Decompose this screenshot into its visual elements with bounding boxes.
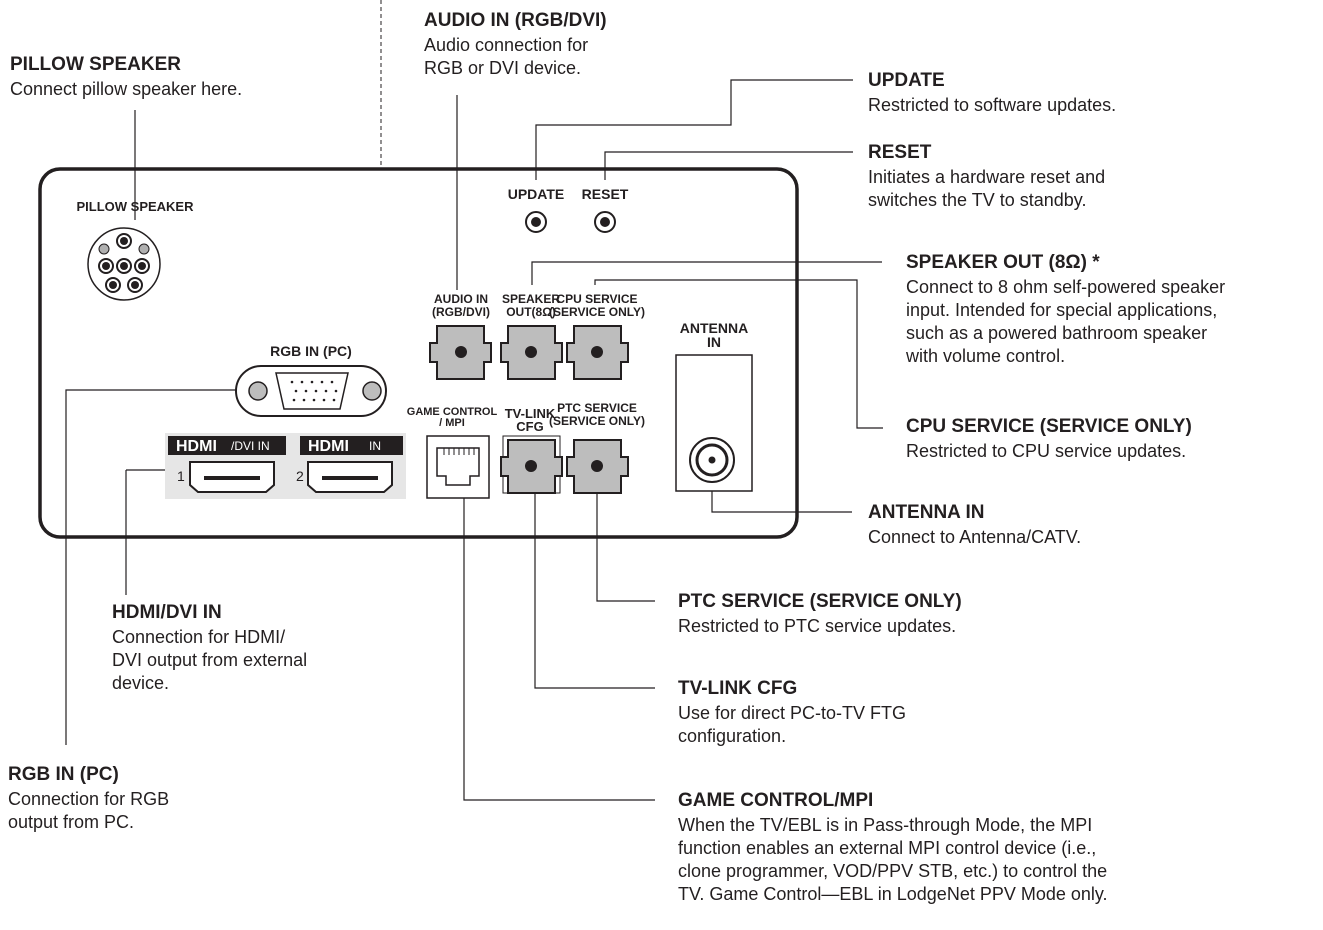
panel-label-cpu-service-2: (SERVICE ONLY) <box>549 305 645 319</box>
callout-antenna-in: ANTENNA IN Connect to Antenna/CATV. <box>868 502 1081 549</box>
callout-ptc-service: PTC SERVICE (SERVICE ONLY) Restricted to… <box>678 591 962 638</box>
callout-desc: Connect to 8 ohm self-powered speaker <box>906 277 1226 297</box>
callout-desc: Connection for HDMI/ <box>112 627 286 647</box>
callout-title: ANTENNA IN <box>868 502 985 523</box>
callout-desc: Restricted to software updates. <box>868 95 1117 115</box>
hdmi1-logo-bar <box>168 436 286 455</box>
callout-desc: Connection for RGB <box>8 789 170 809</box>
callout-speaker-out: SPEAKER OUT (8Ω) * Connect to 8 ohm self… <box>906 252 1225 368</box>
panel-label-reset: RESET <box>582 186 629 202</box>
callout-title: UPDATE <box>868 70 945 91</box>
pillow-speaker-jack <box>87 227 161 301</box>
callout-desc: switches the TV to standby. <box>868 190 1087 210</box>
callout-title: CPU SERVICE (SERVICE ONLY) <box>906 416 1192 437</box>
callout-title: RGB IN (PC) <box>8 764 119 785</box>
callout-desc: function enables an external MPI control… <box>678 838 1097 858</box>
callout-title: AUDIO IN (RGB/DVI) <box>424 10 607 31</box>
panel-label-game-control-2: / MPI <box>439 417 465 429</box>
callout-reset: RESET Initiates a hardware reset and swi… <box>868 142 1105 212</box>
panel-label-cpu-service-1: CPU SERVICE <box>556 292 637 306</box>
rgb-in-port[interactable] <box>235 365 387 417</box>
hdmi2-number: 2 <box>296 468 304 484</box>
hdmi2-suffix: IN <box>369 439 381 453</box>
panel-label-tv-link-1: TV-LINK <box>505 406 556 421</box>
callout-desc: Initiates a hardware reset and <box>868 167 1106 187</box>
tv-link-cfg-jack[interactable] <box>500 435 563 494</box>
panel-label-ptc-service-1: PTC SERVICE <box>557 401 637 415</box>
callout-title: TV-LINK CFG <box>678 678 798 699</box>
leader-game-control <box>463 498 655 801</box>
callout-desc: Restricted to PTC service updates. <box>678 616 957 636</box>
callout-desc: device. <box>112 673 170 693</box>
callout-hdmi-dvi-in: HDMI/DVI IN Connection for HDMI/ DVI out… <box>112 602 307 695</box>
hdmi1-port[interactable] <box>189 461 275 493</box>
panel-label-audio-in-1: AUDIO IN <box>434 292 488 306</box>
callout-rgb-in: RGB IN (PC) Connection for RGB output fr… <box>8 764 169 834</box>
callout-desc: Connect pillow speaker here. <box>10 79 243 99</box>
callout-desc: clone programmer, VOD/PPV STB, etc.) to … <box>678 861 1108 881</box>
cpu-service-jack[interactable] <box>566 325 629 380</box>
panel-label-speaker-out-2: OUT(8Ω) <box>506 305 556 319</box>
callout-desc: input. Intended for special applications… <box>906 300 1218 320</box>
callout-title: GAME CONTROL/MPI <box>678 790 874 811</box>
leader-update <box>535 79 853 180</box>
callout-desc: RGB or DVI device. <box>424 58 582 78</box>
leader-cpu-service <box>594 279 883 429</box>
hdmi1-logo: HDMI <box>176 438 217 455</box>
panel-label-update: UPDATE <box>508 186 565 202</box>
callout-desc: Use for direct PC-to-TV FTG <box>678 703 907 723</box>
panel-label-game-control-1: GAME CONTROL <box>407 406 498 418</box>
leader-tv-link <box>534 480 655 689</box>
reset-button[interactable] <box>594 211 616 233</box>
callout-cpu-service: CPU SERVICE (SERVICE ONLY) Restricted to… <box>906 416 1192 463</box>
panel-label-pillow-speaker: PILLOW SPEAKER <box>76 199 194 214</box>
leader-speaker-out <box>531 261 882 285</box>
ptc-service-jack[interactable] <box>566 439 629 494</box>
callout-desc: TV. Game Control—EBL in LodgeNet PPV Mod… <box>678 884 1108 904</box>
audio-in-jack[interactable] <box>429 325 492 380</box>
panel-label-ptc-service-2: (SERVICE ONLY) <box>549 414 645 428</box>
hdmi2-port[interactable] <box>307 461 393 493</box>
speaker-out-jack[interactable] <box>500 325 563 380</box>
leader-rgb-in <box>65 389 236 745</box>
callout-pillow-speaker: PILLOW SPEAKER Connect pillow speaker he… <box>10 54 242 101</box>
callout-desc: configuration. <box>678 726 787 746</box>
callout-desc: output from PC. <box>8 812 135 832</box>
game-control-port[interactable] <box>426 435 490 499</box>
panel-label-antenna-2: IN <box>707 334 721 350</box>
panel-label-tv-link-2: CFG <box>516 419 543 434</box>
hdmi2-logo: HDMI <box>308 438 349 455</box>
callout-desc: Audio connection for <box>424 35 589 55</box>
callout-title: HDMI/DVI IN <box>112 602 222 623</box>
callout-game-control: GAME CONTROL/MPI When the TV/EBL is in P… <box>678 790 1108 906</box>
hdmi1-suffix: /DVI IN <box>231 439 270 453</box>
callout-tv-link-cfg: TV-LINK CFG Use for direct PC-to-TV FTG … <box>678 678 906 748</box>
callout-title: PTC SERVICE (SERVICE ONLY) <box>678 591 962 612</box>
callout-title: SPEAKER OUT (8Ω) * <box>906 252 1100 273</box>
callout-update: UPDATE Restricted to software updates. <box>868 70 1116 117</box>
callout-desc: When the TV/EBL is in Pass-through Mode,… <box>678 815 1093 835</box>
panel-label-audio-in-2: (RGB/DVI) <box>432 305 490 319</box>
callout-title: PILLOW SPEAKER <box>10 54 182 75</box>
callout-desc: Restricted to CPU service updates. <box>906 441 1187 461</box>
panel-label-rgb-in: RGB IN (PC) <box>270 343 352 359</box>
leader-reset <box>604 151 853 180</box>
callout-desc: DVI output from external <box>112 650 308 670</box>
hdmi1-number: 1 <box>177 468 185 484</box>
callout-audio-in: AUDIO IN (RGB/DVI) Audio connection for … <box>424 10 607 80</box>
hdmi2-logo-bar <box>300 436 403 455</box>
update-button[interactable] <box>525 211 547 233</box>
callout-desc: such as a powered bathroom speaker <box>906 323 1208 343</box>
panel-label-antenna-1: ANTENNA <box>680 320 748 336</box>
antenna-in-connector[interactable] <box>689 437 735 483</box>
panel-label-speaker-out-1: SPEAKER <box>502 292 560 306</box>
leader-ptc-service <box>596 480 655 602</box>
callout-title: RESET <box>868 142 932 163</box>
callout-desc: Connect to Antenna/CATV. <box>868 527 1082 547</box>
callout-desc: with volume control. <box>906 346 1066 366</box>
